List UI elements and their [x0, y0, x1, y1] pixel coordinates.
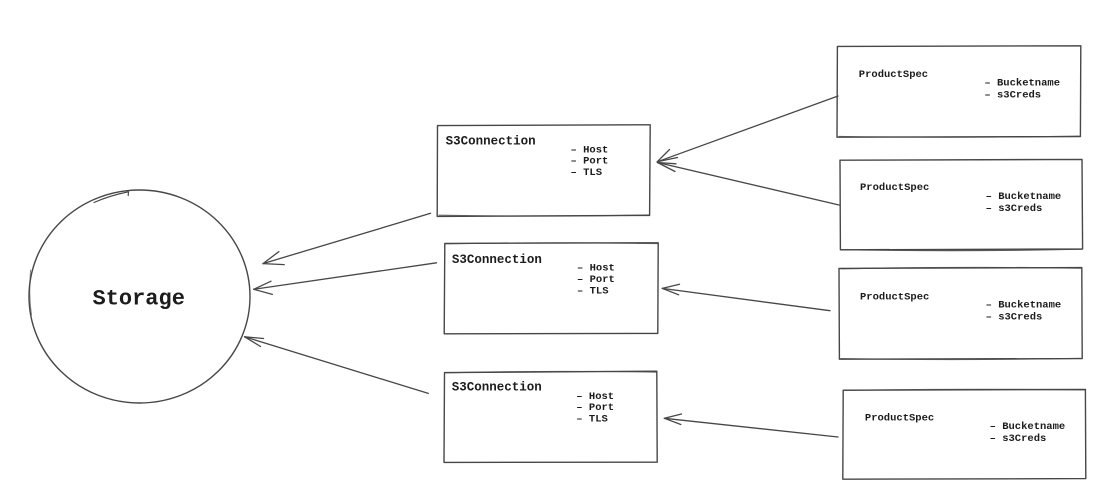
- svg-text:– Host: – Host: [576, 391, 614, 403]
- svg-text:– s3Creds: – s3Creds: [990, 433, 1047, 445]
- svg-text:– TLS: – TLS: [576, 414, 608, 426]
- svg-text:– Port: – Port: [571, 156, 609, 168]
- svg-text:– Port: – Port: [576, 402, 614, 414]
- svg-text:ProductSpec: ProductSpec: [865, 413, 934, 425]
- svg-text:– Bucketname: – Bucketname: [984, 78, 1060, 90]
- svg-text:ProductSpec: ProductSpec: [860, 292, 929, 304]
- svg-text:– Bucketname: – Bucketname: [986, 191, 1062, 203]
- svg-text:– Host: – Host: [571, 145, 609, 157]
- svg-text:– s3Creds: – s3Creds: [986, 203, 1043, 215]
- svg-text:– TLS: – TLS: [571, 167, 603, 179]
- svg-text:Storage: Storage: [93, 287, 185, 312]
- svg-text:S3Connection: S3Connection: [452, 381, 542, 395]
- svg-text:– Port: – Port: [577, 274, 615, 286]
- svg-text:ProductSpec: ProductSpec: [859, 69, 928, 81]
- svg-text:S3Connection: S3Connection: [452, 253, 542, 267]
- svg-text:– Bucketname: – Bucketname: [990, 421, 1066, 433]
- svg-text:– Bucketname: – Bucketname: [986, 300, 1062, 312]
- svg-text:ProductSpec: ProductSpec: [860, 182, 929, 194]
- svg-text:– s3Creds: – s3Creds: [986, 312, 1043, 324]
- svg-text:– s3Creds: – s3Creds: [984, 90, 1041, 102]
- svg-text:– TLS: – TLS: [577, 285, 609, 297]
- svg-text:– Host: – Host: [577, 263, 615, 275]
- svg-text:S3Connection: S3Connection: [446, 135, 536, 149]
